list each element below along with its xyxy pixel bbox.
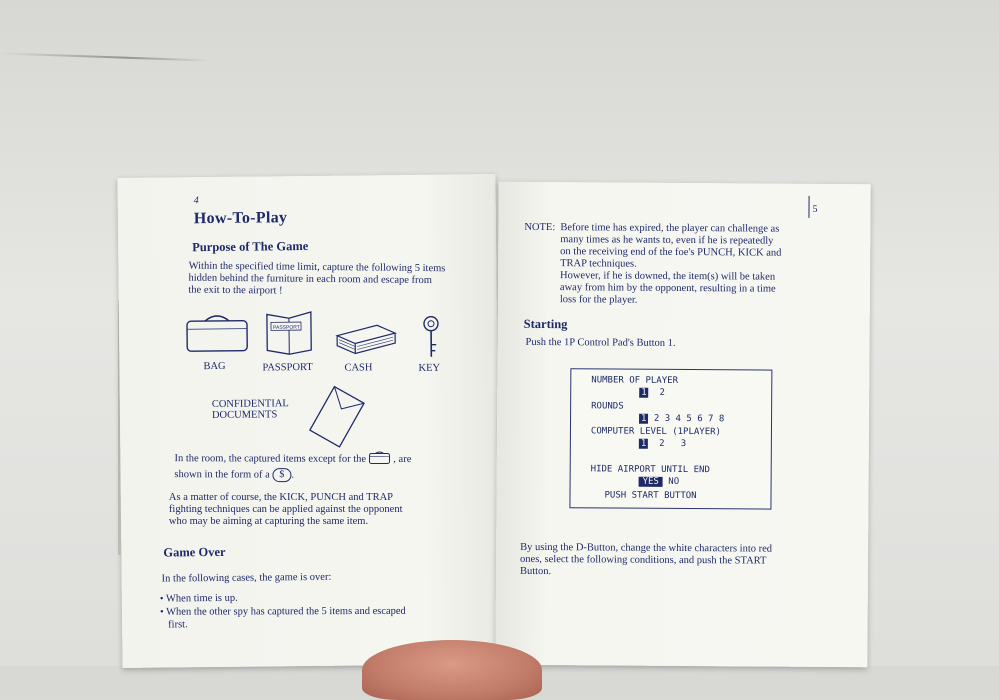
bullet-item: • When time is up. — [160, 593, 238, 606]
page-number-left: 4 — [194, 195, 199, 206]
menu-computer-level-label: COMPUTER LEVEL (1PLAYER) — [591, 426, 721, 437]
note-line: loss for the player. — [560, 294, 850, 308]
menu-hide-yes: YES — [639, 477, 663, 487]
cash-symbol: $ — [279, 469, 284, 480]
captured-line-end: , are — [393, 454, 411, 465]
bag-icon — [185, 313, 249, 359]
bullet-text: When the other spy has captured the 5 it… — [166, 606, 406, 618]
menu-level-selected: 1 — [639, 439, 648, 449]
purpose-text: Within the specified time limit, capture… — [188, 261, 445, 300]
key-icon — [419, 315, 444, 364]
table-crease — [0, 52, 210, 61]
manual-page-left: 4 How-To-Play Purpose of The Game Within… — [117, 174, 500, 668]
game-over-intro: In the following cases, the game is over… — [162, 572, 332, 586]
menu-push-start: PUSH START BUTTON — [604, 490, 696, 501]
starting-heading: Starting — [524, 317, 568, 332]
captured-period: . — [291, 470, 294, 481]
menu-rounds-selected: 1 — [639, 414, 648, 424]
dbutton-line: ones, select the following conditions, a… — [520, 554, 840, 568]
fighting-line: who may be aiming at capturing the same … — [169, 516, 403, 528]
menu-hide-airport-label: HIDE AIRPORT UNTIL END — [591, 464, 710, 475]
note-text: Before time has expired, the player can … — [560, 222, 851, 308]
menu-hide-no: NO — [668, 477, 679, 487]
passport-icon-text: PASSPORT — [273, 325, 300, 331]
menu-level-options: 1 2 3 — [639, 439, 686, 449]
menu-level-other: 3 — [681, 439, 686, 449]
captured-text: In the room, the captured items except f… — [174, 450, 411, 483]
bag-small-icon — [369, 450, 391, 468]
confidential-label: CONFIDENTIAL DOCUMENTS — [212, 398, 289, 421]
fighting-line: fighting techniques can be applied again… — [169, 504, 403, 516]
cash-symbol-icon: $ — [272, 468, 291, 482]
cash-icon — [335, 321, 397, 361]
menu-players-selected: 1 — [639, 388, 648, 398]
page-number-right: 5 — [812, 204, 817, 215]
item-label-key: KEY — [418, 363, 440, 374]
game-settings-screen: NUMBER OF PLAYER 1 2 ROUNDS 1 2 3 4 5 6 … — [569, 368, 772, 509]
purpose-heading: Purpose of The Game — [192, 239, 308, 255]
confidential-line: CONFIDENTIAL — [212, 398, 289, 410]
passport-icon: PASSPORT — [265, 310, 314, 361]
dbutton-text: By using the D-Button, change the white … — [520, 542, 840, 580]
menu-players-options: 1 2 — [639, 388, 665, 398]
menu-rounds-label: ROUNDS — [591, 401, 624, 411]
bullet-continuation: first. — [168, 619, 188, 631]
page-number-rule — [808, 196, 809, 218]
note-prefix: NOTE: — [524, 222, 564, 234]
menu-rounds-options: 1 2 3 4 5 6 7 8 — [639, 414, 724, 425]
confidential-line: DOCUMENTS — [212, 409, 289, 421]
bullet-text: When time is up. — [166, 593, 238, 605]
captured-line: shown in the form of a — [174, 469, 269, 480]
menu-rounds-other: 2 3 4 5 6 7 8 — [654, 414, 725, 424]
game-over-heading: Game Over — [163, 545, 225, 561]
fighting-text: As a matter of course, the KICK, PUNCH a… — [169, 492, 403, 528]
fighting-line: As a matter of course, the KICK, PUNCH a… — [169, 492, 403, 504]
envelope-icon — [306, 385, 369, 453]
menu-players-other: 2 — [659, 388, 664, 398]
menu-level-other: 2 — [659, 439, 664, 449]
item-label-cash: CASH — [344, 362, 372, 373]
bullet-item: • When the other spy has captured the 5 … — [160, 606, 406, 619]
item-label-bag: BAG — [203, 361, 225, 372]
thumb — [362, 640, 542, 700]
starting-text: Push the 1P Control Pad's Button 1. — [526, 337, 676, 350]
manual-page-right: 5 NOTE: Before time has expired, the pla… — [495, 182, 870, 668]
page-title: How-To-Play — [194, 209, 288, 228]
dbutton-line: Button. — [520, 566, 840, 580]
item-label-passport: PASSPORT — [262, 362, 312, 374]
captured-line: In the room, the captured items except f… — [174, 453, 366, 465]
menu-hide-options: YES NO — [639, 477, 680, 487]
menu-number-of-player-label: NUMBER OF PLAYER — [591, 375, 678, 386]
